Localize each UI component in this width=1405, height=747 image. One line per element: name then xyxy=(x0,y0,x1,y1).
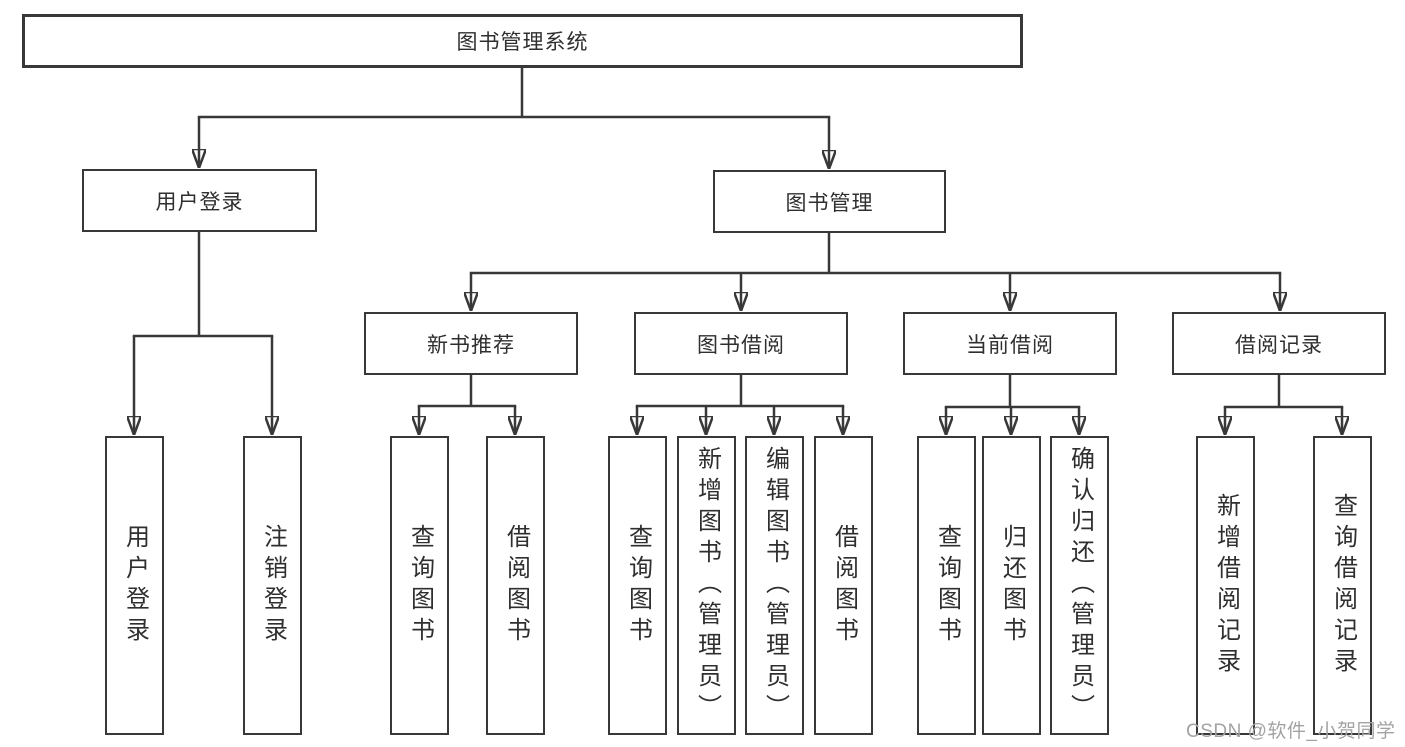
leaf-confirm-return-admin: 确认归还（管理员） xyxy=(1050,436,1109,735)
node-book-borrow: 图书借阅 xyxy=(634,312,848,375)
node-borrow-records: 借阅记录 xyxy=(1172,312,1386,375)
leaf-add-book-admin: 新增图书（管理员） xyxy=(677,436,736,735)
connector-borrow-records xyxy=(1225,373,1342,434)
leaf-query-borrow-record: 查询借阅记录 xyxy=(1313,436,1372,735)
leaf-user-login: 用户登录 xyxy=(105,436,164,735)
leaf-add-borrow-record: 新增借阅记录 xyxy=(1196,436,1255,735)
node-current-borrow: 当前借阅 xyxy=(903,312,1117,375)
leaf-borrow-books: 借阅图书 xyxy=(814,436,873,735)
connector-root xyxy=(199,66,829,168)
leaf-return-book: 归还图书 xyxy=(982,436,1041,735)
connector-new-book xyxy=(419,373,515,434)
node-library-management-system: 图书管理系统 xyxy=(22,14,1023,68)
connector-book-borrow xyxy=(637,373,843,434)
leaf-query-books-current: 查询图书 xyxy=(917,436,976,735)
node-book-management: 图书管理 xyxy=(713,170,946,233)
connector-book-management xyxy=(471,231,1280,310)
leaf-query-books-borrow: 查询图书 xyxy=(608,436,667,735)
connector-user-login xyxy=(134,230,272,434)
leaf-borrow-books-recommend: 借阅图书 xyxy=(486,436,545,735)
node-new-book-recommend: 新书推荐 xyxy=(364,312,578,375)
leaf-query-books-recommend: 查询图书 xyxy=(390,436,449,735)
leaf-logout: 注销登录 xyxy=(243,436,302,735)
leaf-edit-book-admin: 编辑图书（管理员） xyxy=(745,436,804,735)
connector-current-borrow xyxy=(946,373,1079,434)
node-user-login: 用户登录 xyxy=(82,169,317,232)
watermark-text: CSDN @软件_小贺同学 xyxy=(1186,721,1396,742)
